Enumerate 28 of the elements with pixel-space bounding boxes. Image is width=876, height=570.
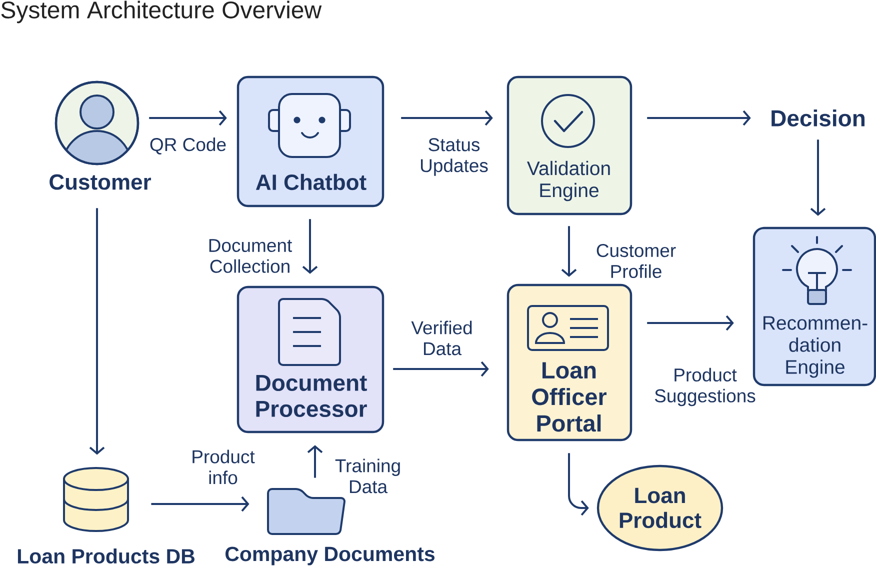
- title: System Architecture Overview: [1, 0, 322, 24]
- arrow: [561, 226, 577, 277]
- node-label: Decision: [772, 110, 864, 126]
- edge-label: Product Suggestions: [654, 368, 756, 406]
- edge-label: Status Updates: [420, 138, 488, 176]
- edge-label: Verified Data: [411, 320, 472, 356]
- edge-label: Document Collection: [209, 239, 292, 273]
- arrow: [401, 110, 493, 126]
- edge-label: Product info: [192, 450, 255, 484]
- edge-label: QR Code: [150, 138, 226, 154]
- arrow: [149, 110, 227, 126]
- arrow: [302, 219, 318, 274]
- ellipse-node: Loan Product: [596, 464, 724, 552]
- arrow: [89, 208, 105, 455]
- arrow: [647, 110, 751, 126]
- arrow: [151, 496, 250, 512]
- component-box: Validation Engine: [506, 76, 632, 216]
- arrow: [647, 315, 734, 331]
- arrow: [393, 361, 489, 377]
- arrow: [810, 140, 826, 216]
- node-label: Loan Products DB: [18, 548, 194, 564]
- node-label: Customer: [50, 174, 152, 190]
- edge-label: Customer Profile: [596, 244, 676, 278]
- node-label: Company Documents: [226, 546, 434, 566]
- component-box: Recommen- dation Engine: [752, 226, 876, 386]
- arrow: [307, 445, 323, 478]
- arrow: [568, 453, 589, 516]
- edge-label: Training Data: [335, 458, 400, 494]
